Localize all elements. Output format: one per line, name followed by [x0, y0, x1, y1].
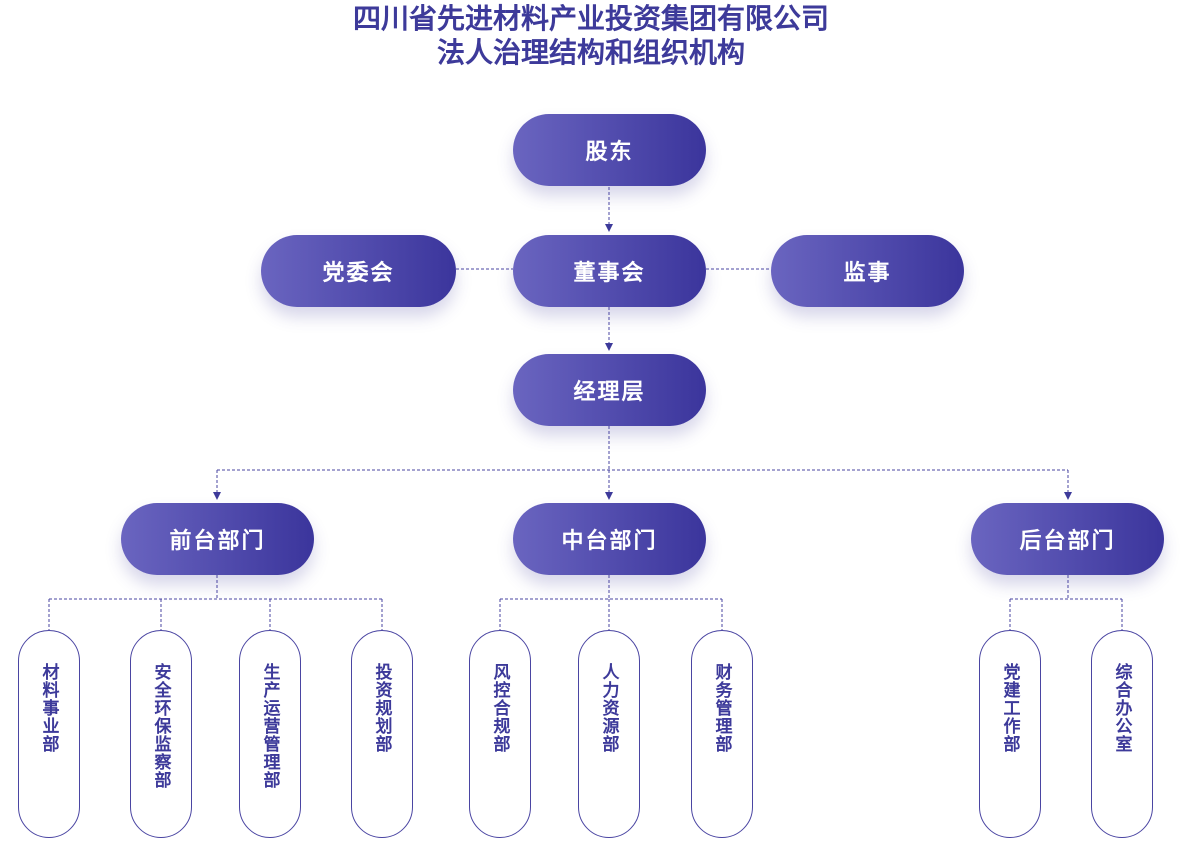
node-board-of-directors: 董事会: [513, 235, 706, 307]
node-middle-office: 中台部门: [513, 503, 706, 575]
dept-label: 风控合规部: [489, 663, 510, 753]
diagram-title-line2: 法人治理结构和组织机构: [436, 36, 745, 69]
dept-safety-environment: 安全环保监察部: [130, 630, 192, 838]
dept-label: 安全环保监察部: [150, 663, 171, 789]
dept-human-resources: 人力资源部: [578, 630, 640, 838]
dept-label: 生产运营管理部: [259, 663, 280, 789]
dept-label: 材料事业部: [38, 663, 59, 753]
node-management: 经理层: [513, 354, 706, 426]
node-front-office: 前台部门: [121, 503, 314, 575]
dept-label: 人力资源部: [598, 663, 619, 753]
dept-label: 投资规划部: [371, 663, 392, 753]
dept-production-operations: 生产运营管理部: [239, 630, 301, 838]
dept-materials-business: 材料事业部: [18, 630, 80, 838]
dept-label: 党建工作部: [999, 663, 1020, 753]
node-party-committee: 党委会: [261, 235, 456, 307]
dept-party-building: 党建工作部: [979, 630, 1041, 838]
node-supervisor: 监事: [771, 235, 964, 307]
dept-label: 财务管理部: [711, 663, 732, 753]
node-shareholders: 股东: [513, 114, 706, 186]
dept-risk-compliance: 风控合规部: [469, 630, 531, 838]
dept-investment-planning: 投资规划部: [351, 630, 413, 838]
dept-general-office: 综合办公室: [1091, 630, 1153, 838]
dept-finance: 财务管理部: [691, 630, 753, 838]
dept-label: 综合办公室: [1111, 663, 1132, 753]
diagram-title-line1: 四川省先进材料产业投资集团有限公司: [352, 2, 829, 35]
node-back-office: 后台部门: [971, 503, 1164, 575]
